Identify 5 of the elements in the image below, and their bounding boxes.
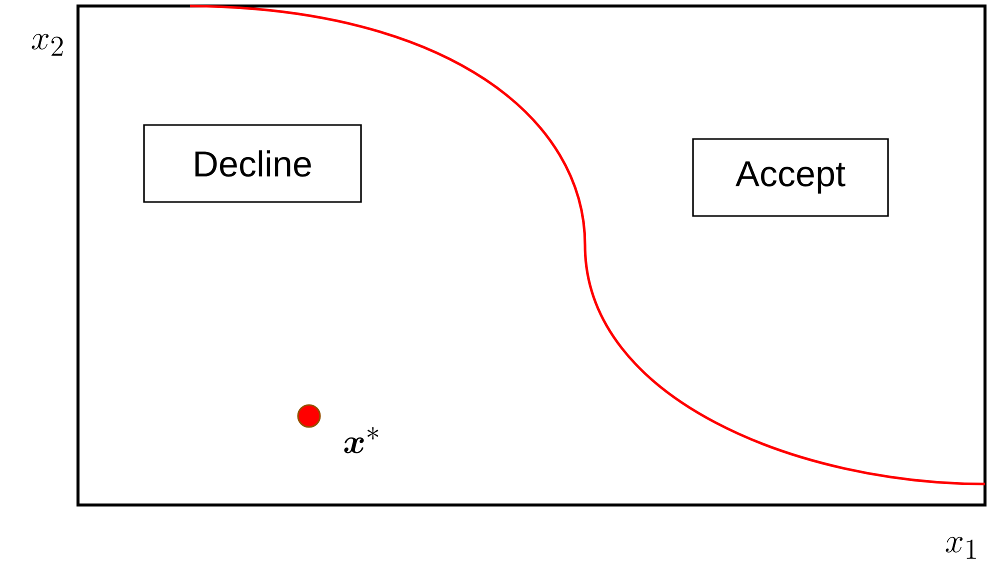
label-box: Accept: [692, 138, 889, 217]
axis-label: $\boldsymbol{x}^*$: [344, 427, 378, 454]
axis-label: $x_1$: [946, 536, 976, 559]
label-box: Decline: [143, 124, 362, 203]
axis-label: $x_2$: [32, 34, 63, 56]
